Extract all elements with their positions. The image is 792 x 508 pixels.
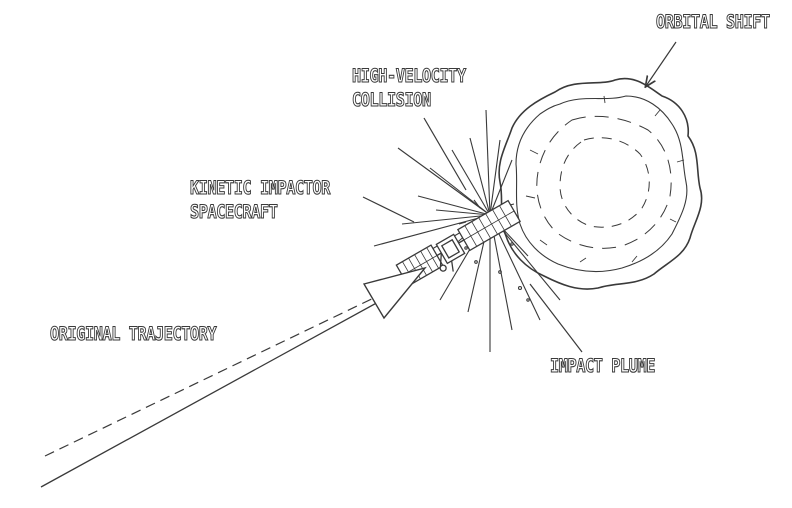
trajectory-arrow-icon (40, 266, 427, 488)
label-orbital-shift: ORBITAL SHIFT (656, 10, 771, 33)
leader-lines (362, 41, 677, 353)
label-impact-plume: IMPACT PLUME (550, 354, 656, 377)
label-high-velocity-collision: HIGH-VELOCITY COLLISION (352, 64, 467, 111)
label-kinetic-impactor-spacecraft: KINETIC IMPACTOR SPACECRAFT (190, 176, 331, 223)
asteroid-icon (498, 77, 703, 290)
label-original-trajectory: ORIGINAL TRAJECTORY (50, 322, 218, 345)
